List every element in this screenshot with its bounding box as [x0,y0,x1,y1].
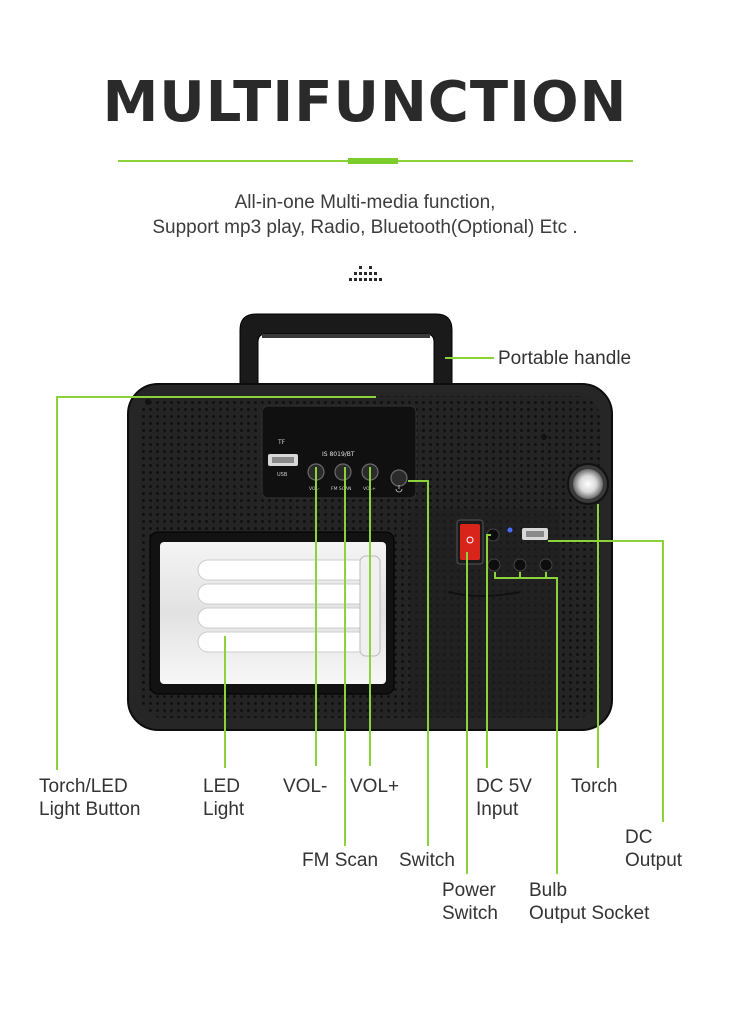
label-power-switch-line2: Switch [442,903,498,924]
torch-lens [573,469,603,499]
label-torch: Torch [571,776,618,797]
fm-scan-print: FM SCAN [331,486,351,492]
line-bulb-socket [494,572,558,874]
label-torch-led-button-line2: Light Button [39,799,141,820]
tf-slot-label: TF [277,439,286,446]
bulb-socket-3 [539,558,553,572]
label-dc5v-line2: Input [476,799,519,820]
label-switch: Switch [399,850,455,871]
usb-label: USB [277,472,288,478]
subtitle-line-1: All-in-one Multi-media function, [234,192,496,213]
label-fm-scan: FM Scan [302,850,379,871]
model-label: IS 8019/BT [322,451,355,458]
fm-scan-knob [334,463,352,481]
title-divider-accent [348,158,398,164]
bulb-socket-2 [513,558,527,572]
vol-minus-print: VOL- [309,486,320,492]
power-symbol-icon [395,488,403,493]
line-switch [408,480,429,846]
line-dc-output [548,540,664,822]
label-dc5v-line1: DC 5V [476,776,532,797]
label-dc-output-line1: DC [625,827,653,848]
label-vol-plus: VOL+ [350,776,400,797]
label-bulb-socket-line1: Bulb [529,880,568,901]
label-bulb-socket-line2: Output Socket [529,903,650,924]
charge-indicator [507,527,513,533]
power-switch-rocker [460,524,480,560]
subtitle-line-2: Support mp3 play, Radio, Bluetooth(Optio… [152,217,578,238]
label-portable-handle: Portable handle [498,348,632,369]
label-led-light-line1: LED [203,776,240,797]
label-power-switch-line1: Power [442,880,496,901]
equalizer-icon [349,266,382,281]
page-title: MULTIFUNCTION [102,70,628,135]
line-torch-led-button [56,396,376,770]
label-vol-minus: VOL- [283,776,328,797]
label-led-light-line2: Light [203,799,245,820]
line-dc5v [486,534,491,768]
label-torch-led-button-line1: Torch/LED [39,776,128,797]
label-dc-output-line2: Output [625,850,683,871]
